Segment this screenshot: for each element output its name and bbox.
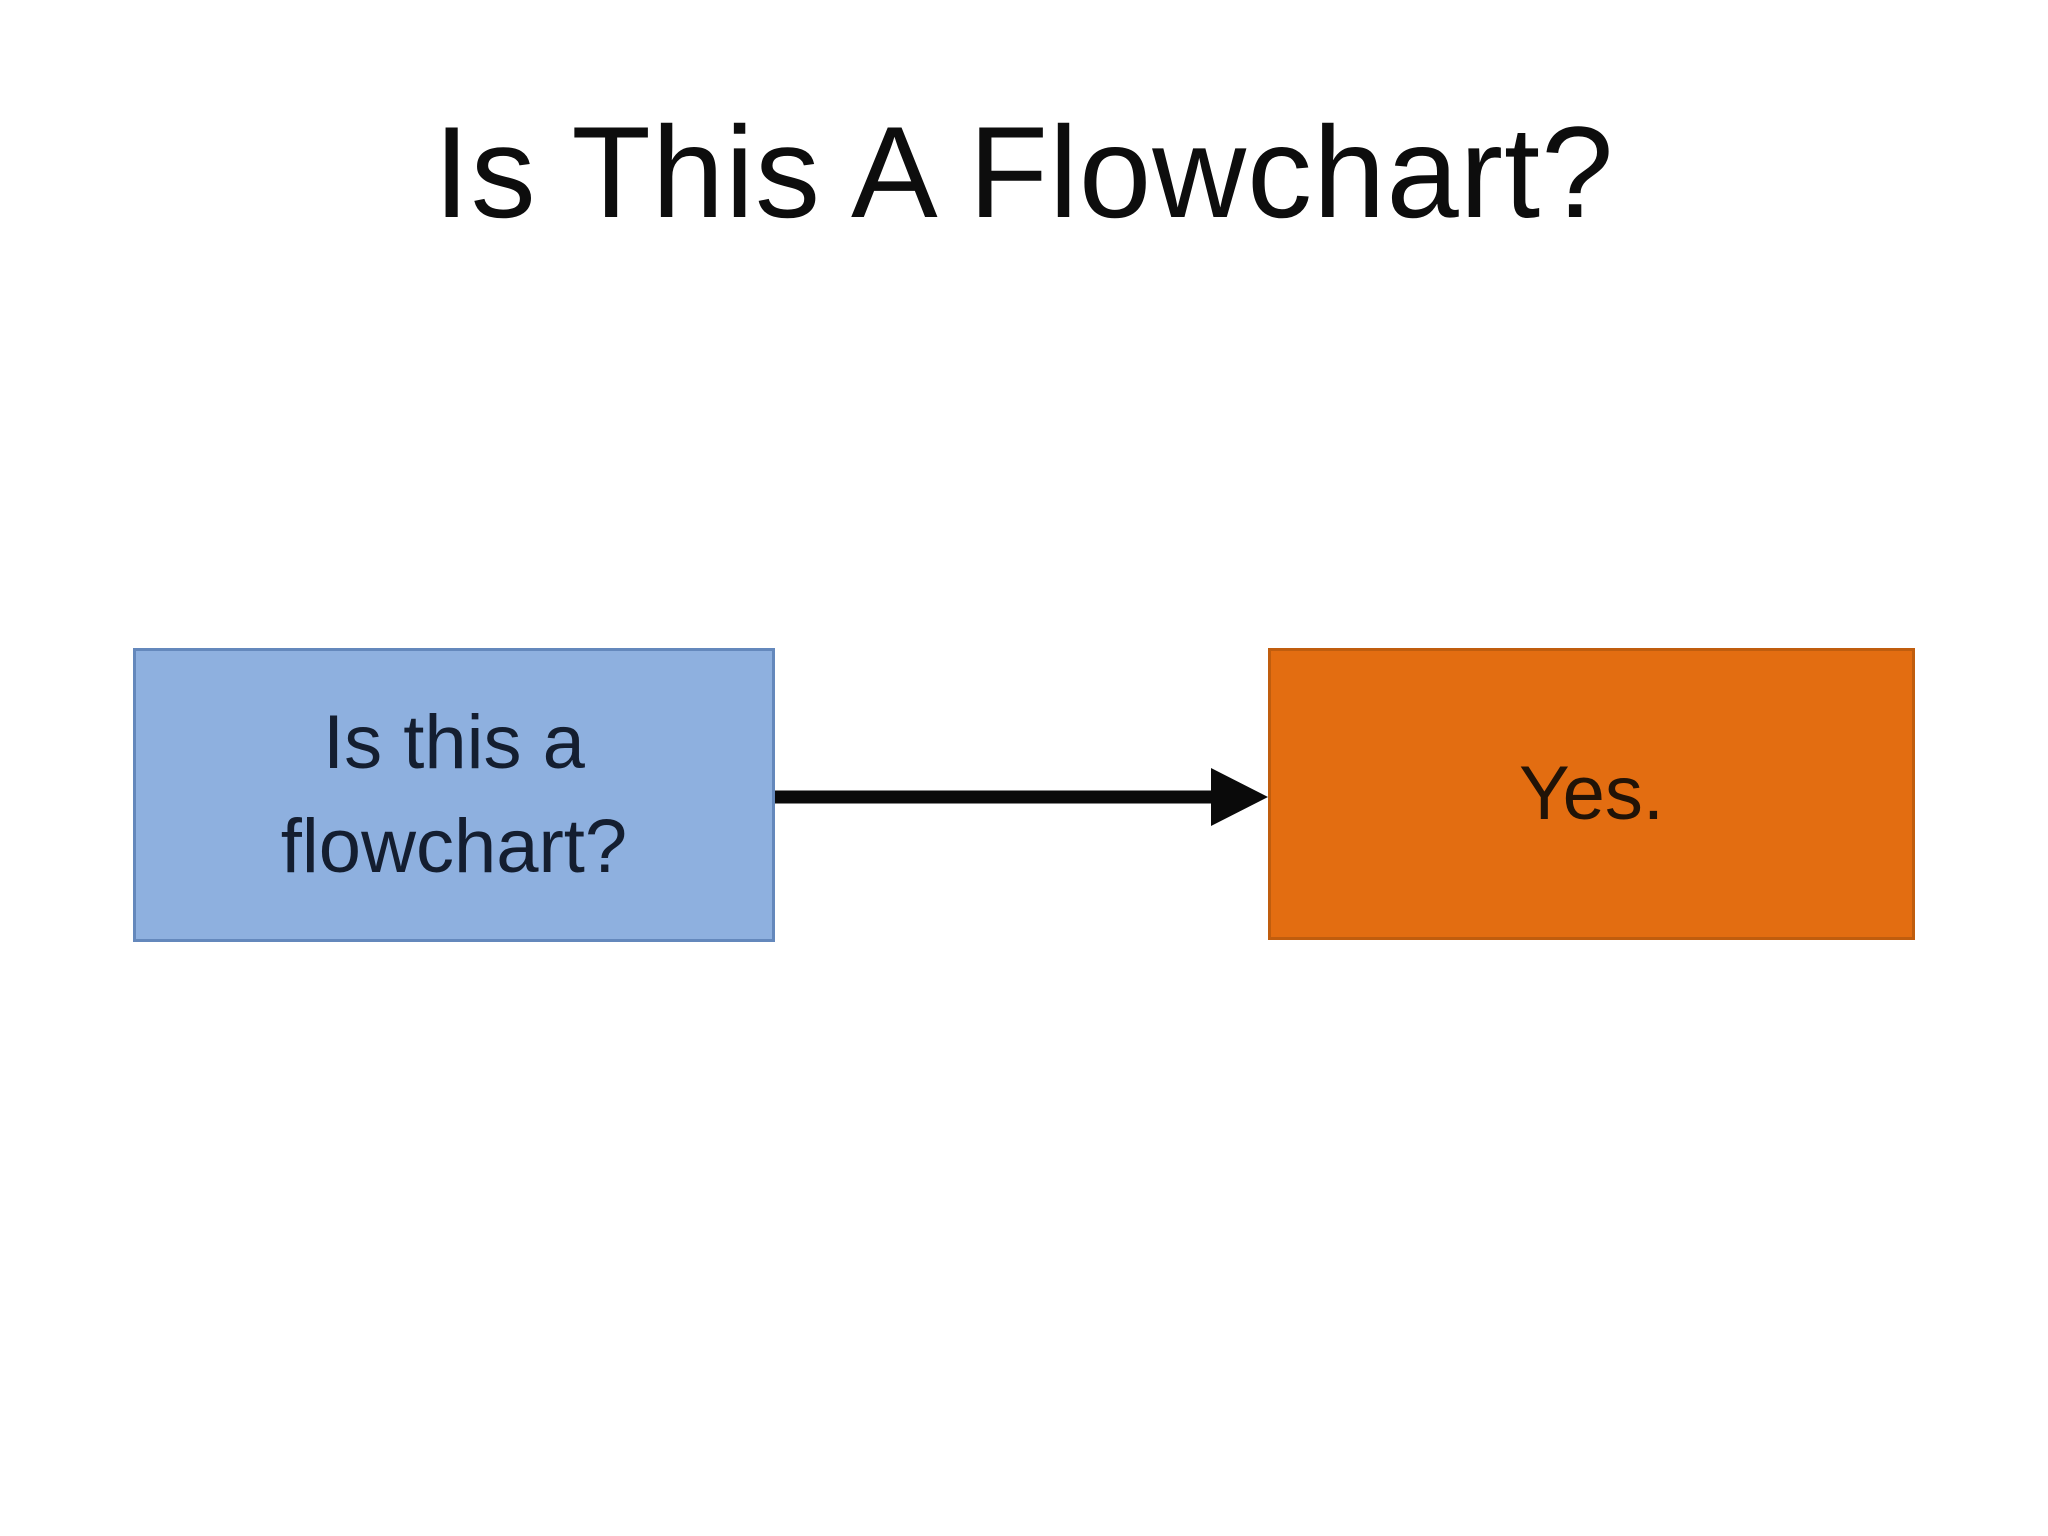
flowchart-node-answer: Yes.: [1268, 648, 1915, 940]
question-node-label: Is this a flowchart?: [280, 700, 628, 889]
flowchart-node-question: Is this a flowchart?: [133, 648, 775, 942]
answer-node-label: Yes.: [1518, 751, 1665, 836]
slide-title: Is This A Flowchart?: [433, 99, 1615, 245]
arrow-connector-icon: [775, 768, 1268, 826]
